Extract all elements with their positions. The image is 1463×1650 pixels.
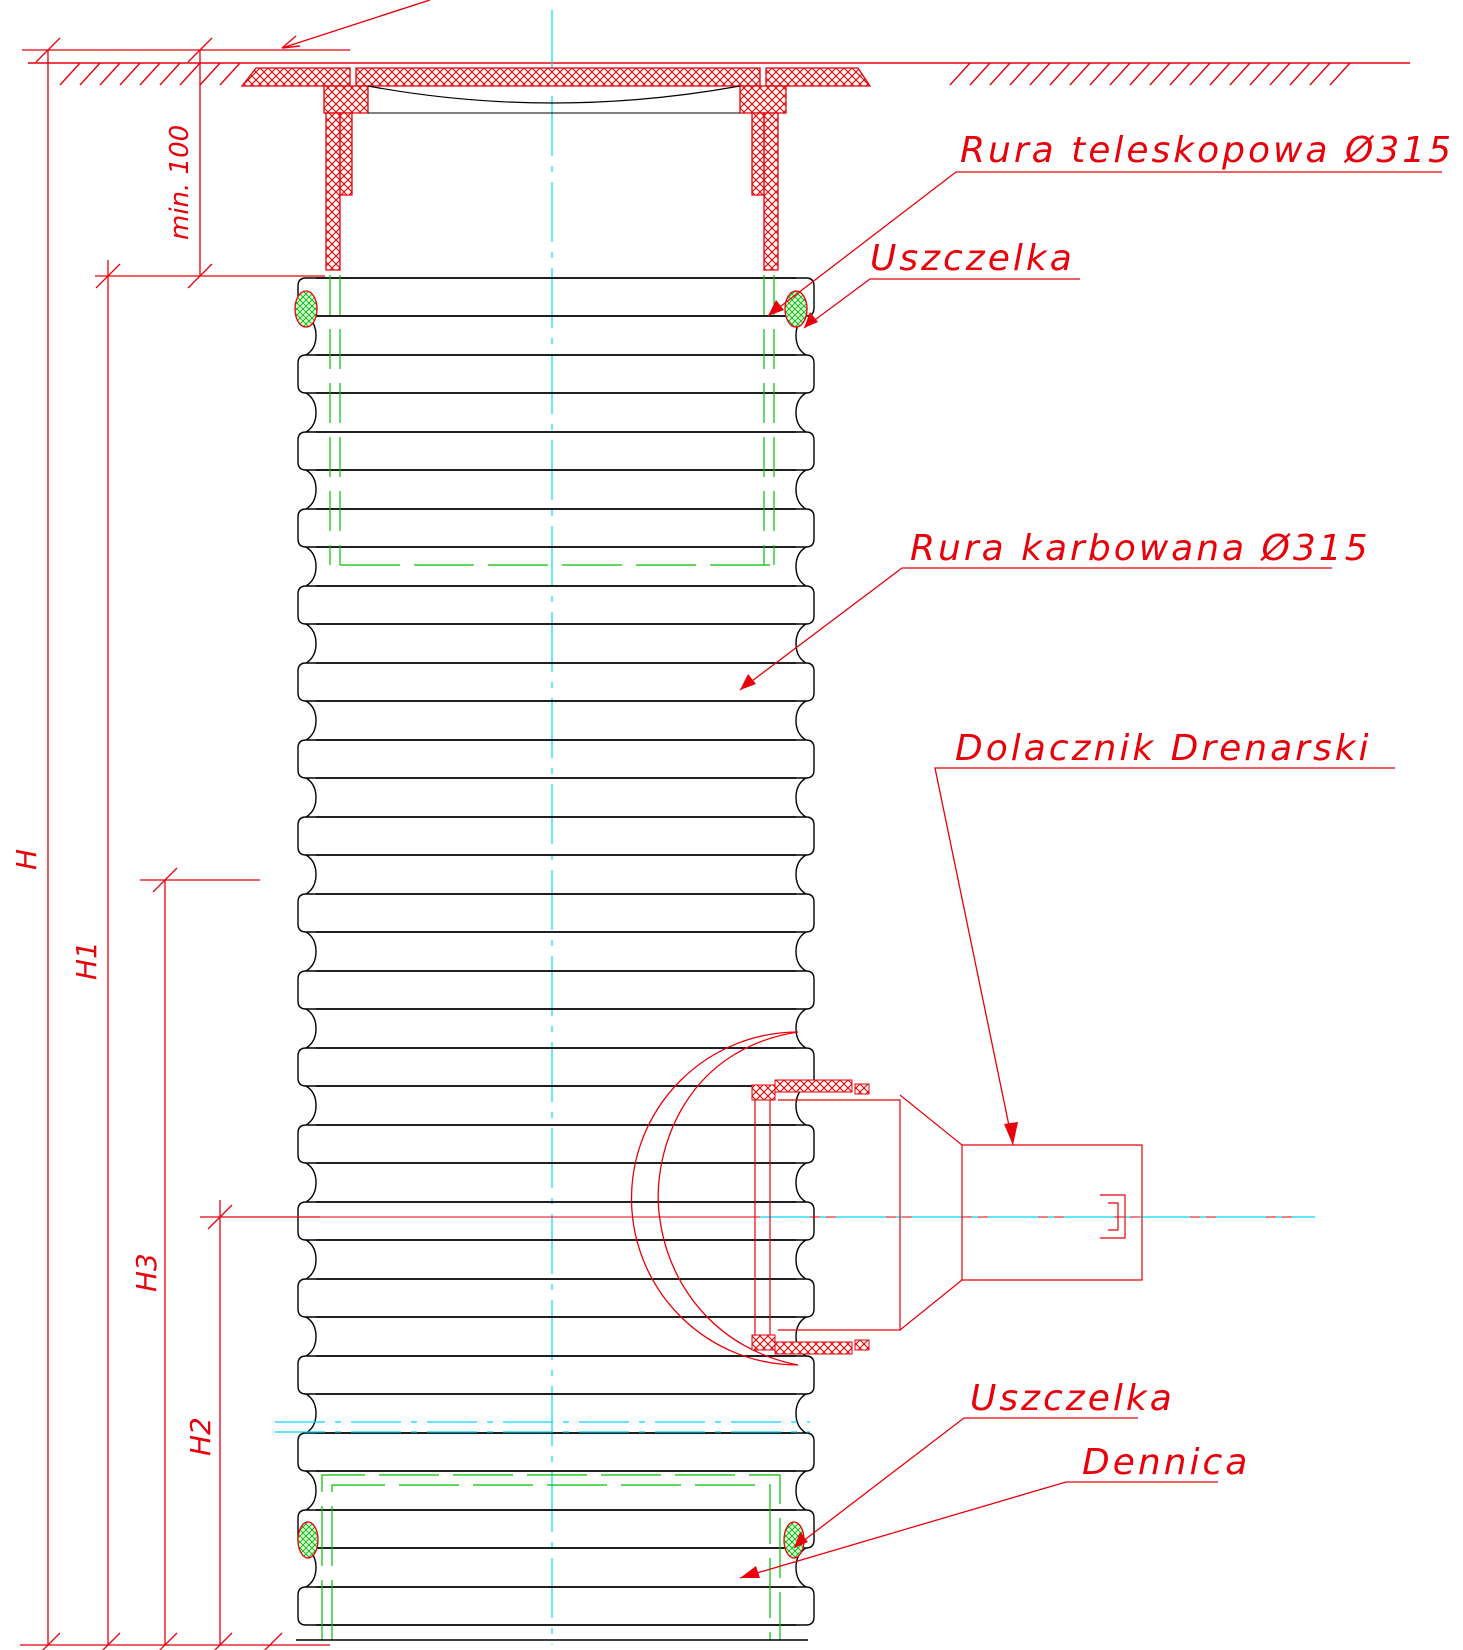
dim-H3: H3 — [130, 1253, 163, 1292]
label-bottom-plate: Dennica — [1082, 1442, 1250, 1483]
leader-arrow — [767, 171, 1442, 317]
telescopic-pipe — [325, 112, 779, 271]
bottom-plate — [275, 1421, 810, 1641]
label-gasket-top: Uszczelka — [870, 238, 1075, 279]
leaders — [739, 171, 1442, 1579]
ground-hatch-right — [949, 62, 1351, 86]
dim-H2: H2 — [184, 1417, 217, 1456]
lid — [240, 67, 872, 114]
gasket-top-left — [294, 290, 318, 328]
dim-min-cover: min. 100 — [165, 125, 195, 240]
dim-H: H — [10, 849, 43, 870]
telescopic-hidden-lines — [329, 275, 775, 566]
gasket-bottom-left — [297, 1521, 319, 1559]
drain-connector — [220, 1031, 1315, 1366]
label-telescopic-pipe: Rura teleskopowa Ø315 — [960, 130, 1454, 171]
label-corrugated-pipe: Rura karbowana Ø315 — [910, 528, 1371, 569]
ground-surface — [28, 0, 1410, 86]
label-gasket-bottom: Uszczelka — [970, 1378, 1175, 1419]
gasket-top-right — [784, 290, 808, 328]
dim-H1: H1 — [70, 941, 103, 980]
leader-arrowheads — [740, 300, 1018, 1578]
label-drain-connector: Dolacznik Drenarski — [955, 728, 1372, 769]
ground-hatch-left — [59, 62, 241, 86]
dimension-lines — [20, 37, 350, 1650]
corrugated-pipe — [297, 277, 815, 1626]
corrugation-profile — [297, 277, 815, 1626]
